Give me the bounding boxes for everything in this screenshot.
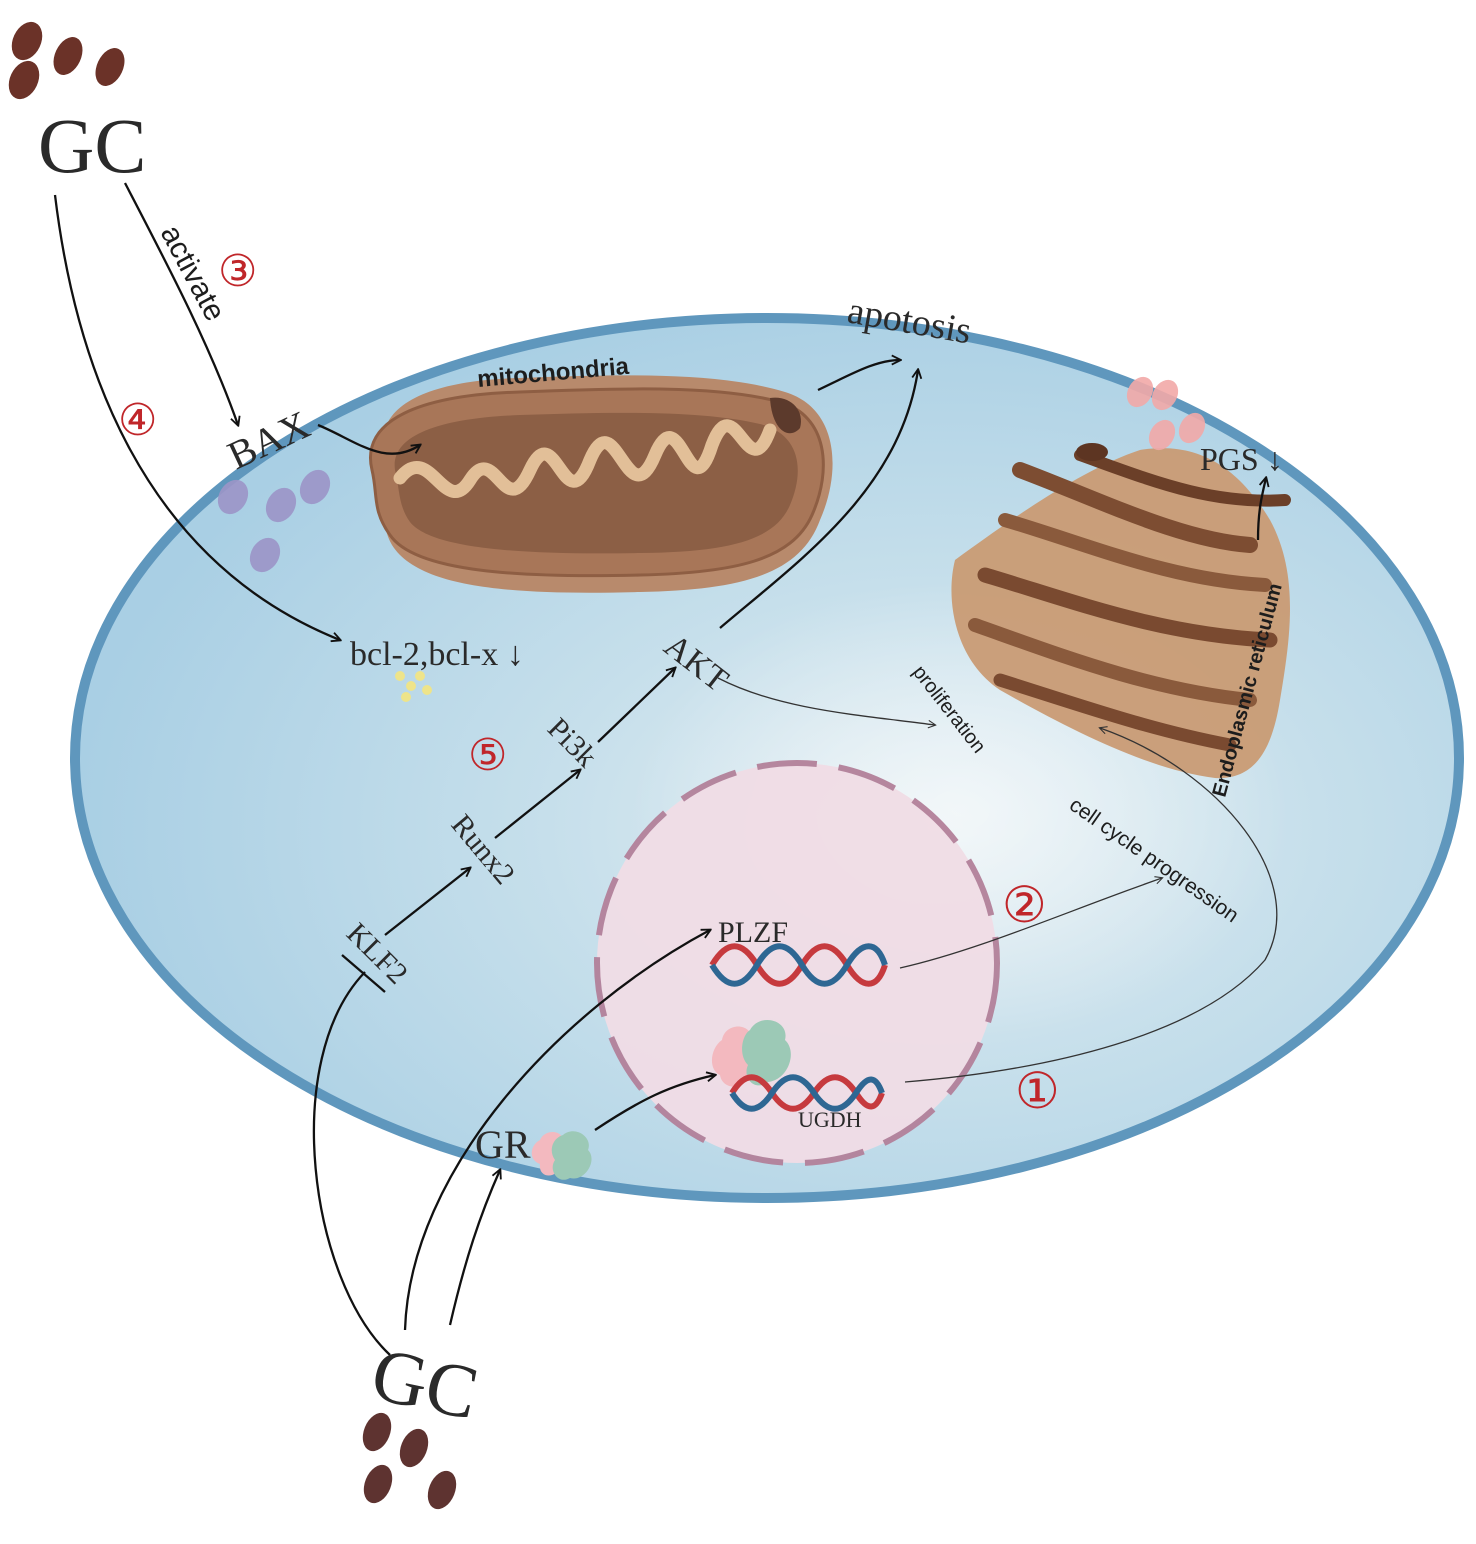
arrow-pi3k-akt (597, 668, 675, 743)
gr-protein (531, 1131, 592, 1180)
step-marker-5: ⑤ (468, 730, 507, 781)
plzf-label: PLZF (718, 916, 788, 949)
arrow-gc-gr (448, 1170, 500, 1326)
arrow-klf2-runx2 (384, 868, 470, 936)
nucleus (594, 760, 1000, 1166)
ugdh-label: UGDH (798, 1107, 862, 1132)
step-marker-4: ④ (118, 395, 157, 446)
arrow-ugdh-er (904, 728, 1278, 1083)
arrow-gc-bcl (53, 194, 340, 640)
arrow-runx2-pi3k (494, 770, 580, 839)
arrow-mitochondria-apoptosis (817, 360, 900, 392)
step-marker-3: ③ (218, 246, 257, 297)
arrow-er-pgs (1256, 478, 1266, 541)
bax-particles (217, 469, 331, 573)
step-marker-2: ② (1002, 876, 1047, 934)
arrow-gc-activate-bax (123, 182, 238, 425)
pgs-label: PGS ↓ (1200, 441, 1283, 477)
pgs-particles (1126, 376, 1206, 451)
gr-label: GR (475, 1122, 531, 1167)
step-marker-1: ① (1015, 1062, 1060, 1120)
arrow-akt-apoptosis (719, 370, 918, 629)
bcl-particles (395, 671, 432, 702)
pathway-arrows (53, 182, 1266, 1356)
arrow-akt-proliferation (717, 677, 935, 725)
bcl-label: bcl-2,bcl-x ↓ (350, 636, 524, 673)
arrow-gr-ugdh (594, 1075, 715, 1131)
arrow-plzf-cellcycle (899, 878, 1162, 969)
gc-particles-top (8, 21, 125, 100)
ugdh-dna-helix (729, 1074, 885, 1112)
ugdh-protein-complex (711, 1019, 791, 1087)
inhibit-gc-klf2 (312, 971, 391, 1356)
thin-pathway-arrows (717, 677, 1278, 1083)
arrow-bax-mitochondria (317, 423, 420, 455)
gc-particles-bottom (362, 1412, 457, 1510)
plzf-dna-helix (709, 943, 888, 987)
endoplasmic-reticulum (951, 443, 1291, 779)
mitochondria-organelle (369, 375, 833, 593)
gc-label-top: GC (38, 102, 146, 189)
arrow-gc-plzf (403, 930, 710, 1331)
